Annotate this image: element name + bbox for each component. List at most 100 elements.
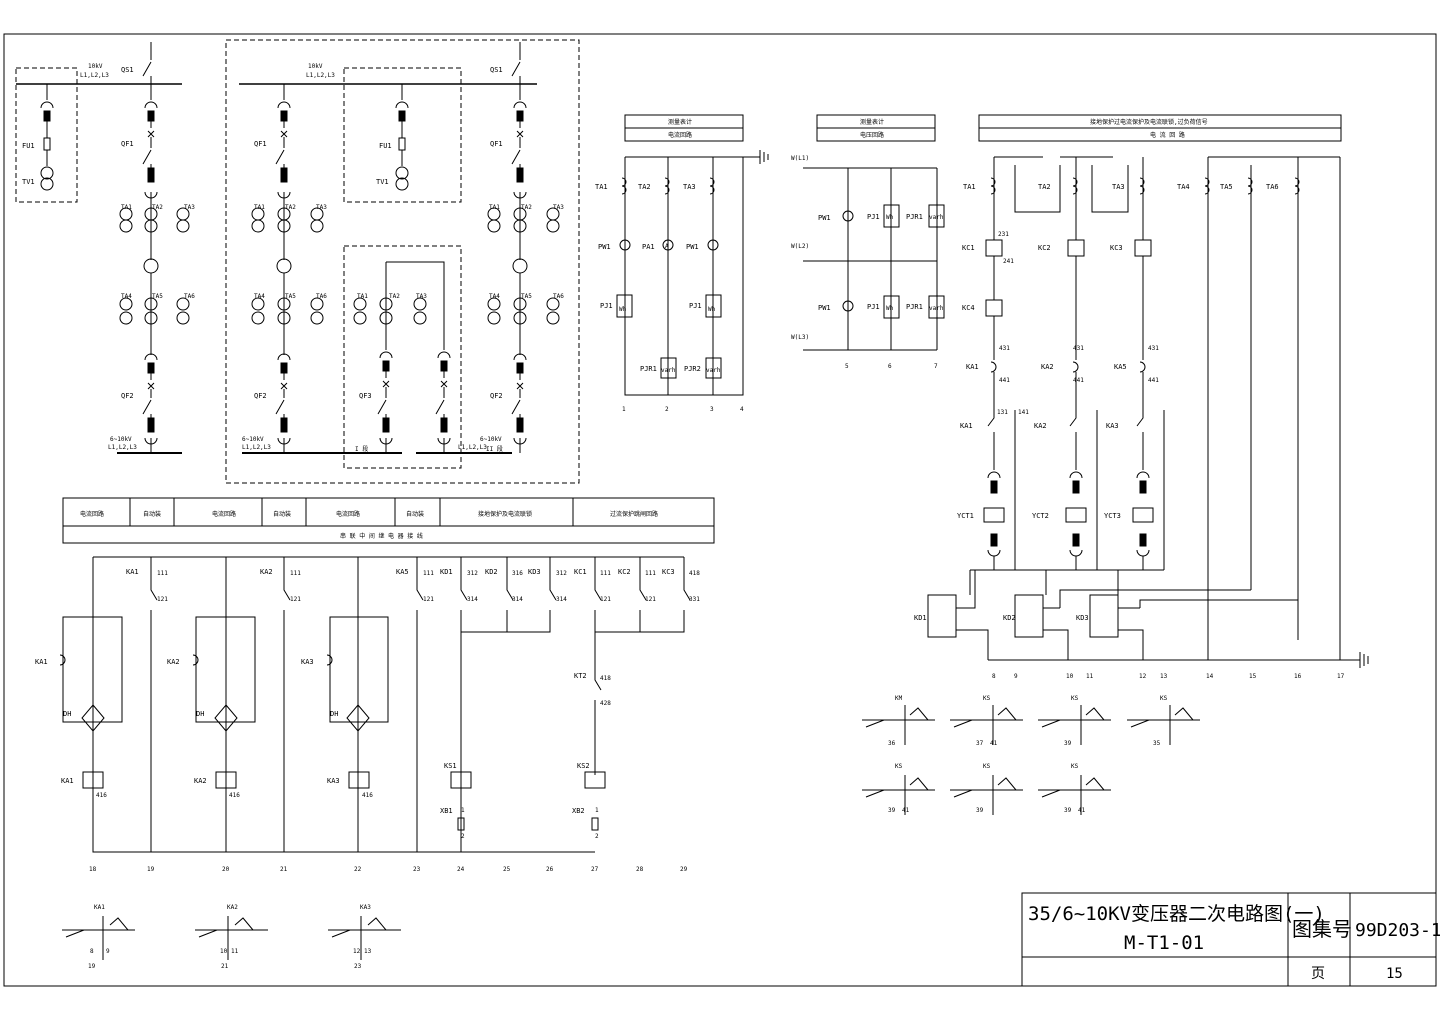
ct-ta2-b: TA2 <box>285 204 296 211</box>
lower-ka1-c: KA1 <box>61 777 74 785</box>
page-number: 15 <box>1386 966 1403 982</box>
ct-ta1-b: TA1 <box>254 204 265 211</box>
lower-xb2: XB2 <box>572 807 585 815</box>
bus-label-a: 10kV <box>88 63 103 70</box>
bus-phases-a: L1,L2,L3 <box>80 72 109 79</box>
ct-ta1-c: TA1 <box>357 293 368 300</box>
volt-header-top: 测量表计 <box>860 118 884 126</box>
ct-ta5-a: TA5 <box>152 293 163 300</box>
volt-wh-b: Wh <box>886 305 894 312</box>
prot-ta6: TA6 <box>1266 183 1279 191</box>
lower-term-4: 22 <box>354 866 362 873</box>
lower-ka2-a: KA2 <box>260 568 273 576</box>
prot-kc1: KC1 <box>962 244 975 252</box>
timing-name-8: KA2 <box>227 904 238 911</box>
prot-term-3: 11 <box>1086 673 1094 680</box>
label-qf1-c: QF1 <box>490 140 503 148</box>
timing-num-4a: 39 <box>888 807 896 814</box>
timing-num-1b: 41 <box>990 740 998 747</box>
ct-ta2-d: TA2 <box>521 204 532 211</box>
label-fu1-b: FU1 <box>379 142 392 150</box>
lower-cell-5: 自动装 <box>406 510 424 518</box>
lower-wire-0: 111 <box>157 570 168 577</box>
prot-wire-6: 431 <box>1073 345 1084 352</box>
lower-wire-18: 418 <box>600 675 611 682</box>
title-block-frame <box>1021 892 1437 987</box>
lower-term-8: 26 <box>546 866 554 873</box>
lower-term-2: 20 <box>222 866 230 873</box>
timing-num-2: 39 <box>1064 740 1072 747</box>
meter-wh-b: Wh <box>708 306 716 313</box>
bus-label-d: 6~10kV <box>242 436 264 443</box>
label-qs1-a: QS1 <box>121 66 134 74</box>
meter-pjr2: PJR2 <box>684 365 701 373</box>
ct-ta1-a: TA1 <box>121 204 132 211</box>
lower-kc2: KC2 <box>618 568 631 576</box>
prot-wire-9: 441 <box>1148 377 1159 384</box>
lower-ka3-b: KA3 <box>301 658 314 666</box>
meter-pjr1: PJR1 <box>640 365 657 373</box>
lower-term-1: 19 <box>147 866 155 873</box>
ct-ta4-b: TA4 <box>254 293 265 300</box>
timing-num-8b: 11 <box>231 948 239 955</box>
label-qf2-a: QF2 <box>121 392 134 400</box>
timing-num-1a: 37 <box>976 740 984 747</box>
timing-num-7c: 19 <box>88 963 96 970</box>
timing-num-8a: 10 <box>220 948 228 955</box>
lower-wire-16: 418 <box>689 570 700 577</box>
timing-num-6a: 39 <box>1064 807 1072 814</box>
bus-label-b: 10kV <box>308 63 323 70</box>
volt-pj1-a: PJ1 <box>867 213 880 221</box>
prot-wire-1: 241 <box>1003 258 1014 265</box>
volt-pw1-b: PW1 <box>818 304 831 312</box>
ct-ta5-d: TA5 <box>521 293 532 300</box>
label-qf2-b: QF2 <box>254 392 267 400</box>
prot-yct1: YCT1 <box>957 512 974 520</box>
label-tv1-b: TV1 <box>376 178 389 186</box>
lower-cell-7: 过流保护跳闸回路 <box>610 510 658 518</box>
title-line-1: 35/6~10KV变压器二次电路图(一) <box>1028 903 1325 925</box>
lower-kd1: KD1 <box>440 568 453 576</box>
timing-name-9: KA3 <box>360 904 371 911</box>
lower-wire-26: 2 <box>595 833 599 840</box>
volt-label-l2: W(L2) <box>791 243 809 250</box>
bus-label-e: 6~10kV <box>480 436 502 443</box>
label-qf3: QF3 <box>359 392 372 400</box>
ct-ta3-b: TA3 <box>316 204 327 211</box>
prot-wire-4: 131 <box>997 409 1008 416</box>
lower-wire-1: 121 <box>157 596 168 603</box>
prot-kc4: KC4 <box>962 304 975 312</box>
prot-ka2-b: KA2 <box>1034 422 1047 430</box>
volt-label-l3: W(L3) <box>791 334 809 341</box>
volt-term-1: 6 <box>888 363 892 370</box>
lower-wire-13: 121 <box>600 596 611 603</box>
timing-name-5: KS <box>983 763 991 770</box>
lower-term-0: 18 <box>89 866 97 873</box>
lower-wire-25: 1 <box>595 807 599 814</box>
volt-wh-a: Wh <box>886 214 894 221</box>
prot-kd3: KD3 <box>1076 614 1089 622</box>
meter-wh-a: Wh <box>619 306 627 313</box>
volt-varh-a: varh <box>929 214 944 221</box>
prot-wire-2: 431 <box>999 345 1010 352</box>
lower-wire-8: 316 <box>512 570 523 577</box>
ct-ta6-a: TA6 <box>184 293 195 300</box>
volt-pjr1-b: PJR1 <box>906 303 923 311</box>
lower-cell-1: 自动装 <box>143 510 161 518</box>
lower-wire-15: 121 <box>645 596 656 603</box>
lower-ka1-a: KA1 <box>126 568 139 576</box>
lower-wire-4: 111 <box>423 570 434 577</box>
prot-ka2-a: KA2 <box>1041 363 1054 371</box>
volt-term-0: 5 <box>845 363 849 370</box>
lower-ka2-b: KA2 <box>167 658 180 666</box>
prot-term-4: 12 <box>1139 673 1147 680</box>
lower-cell-3: 自动装 <box>273 510 291 518</box>
ct-ta5-b: TA5 <box>285 293 296 300</box>
prot-term-6: 14 <box>1206 673 1214 680</box>
lower-ka1-b: KA1 <box>35 658 48 666</box>
timing-num-9a: 12 <box>353 948 361 955</box>
volt-pw1-a: PW1 <box>818 214 831 222</box>
ct-ta1-d: TA1 <box>489 204 500 211</box>
label-tv1-a: TV1 <box>22 178 35 186</box>
